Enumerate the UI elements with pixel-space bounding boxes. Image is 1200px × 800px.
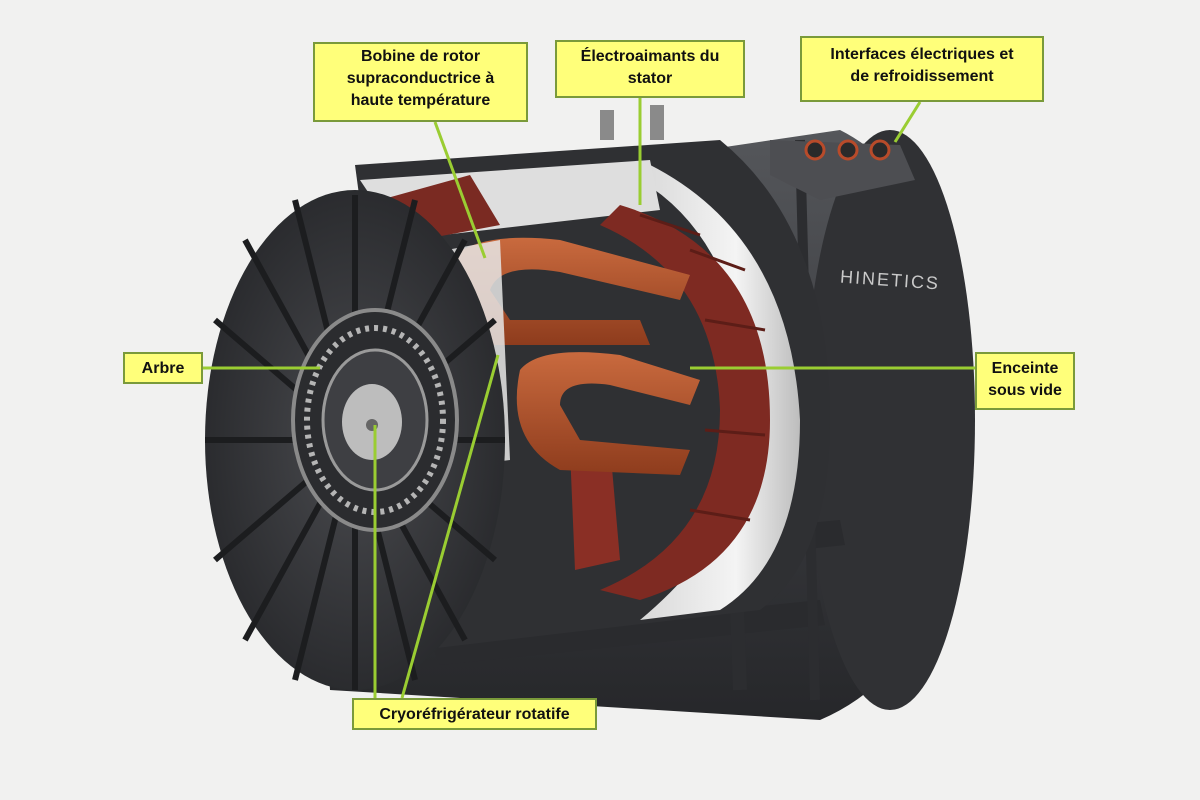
- label-rotating-cryocooler: Cryoréfrigérateur rotatife: [352, 698, 597, 730]
- label-electrical-cooling-interfaces: Interfaces électriques et de refroidisse…: [800, 36, 1044, 102]
- leader-rotor-coil: [433, 121, 487, 259]
- label-stator-electromagnets: Électroaimants du stator: [555, 40, 745, 98]
- stator-electromagnets: [570, 205, 770, 600]
- leader-lines: [203, 98, 975, 699]
- leader-cryo-2: [400, 354, 500, 699]
- label-rotor-coil: Bobine de rotor supraconductrice à haute…: [313, 42, 528, 122]
- electrical-cooling-interface-block: [600, 105, 915, 200]
- front-end-face: [205, 190, 505, 690]
- label-shaft: Arbre: [123, 352, 203, 384]
- leader-interfaces: [893, 101, 922, 143]
- label-vacuum-enclosure: Enceinte sous vide: [975, 352, 1075, 410]
